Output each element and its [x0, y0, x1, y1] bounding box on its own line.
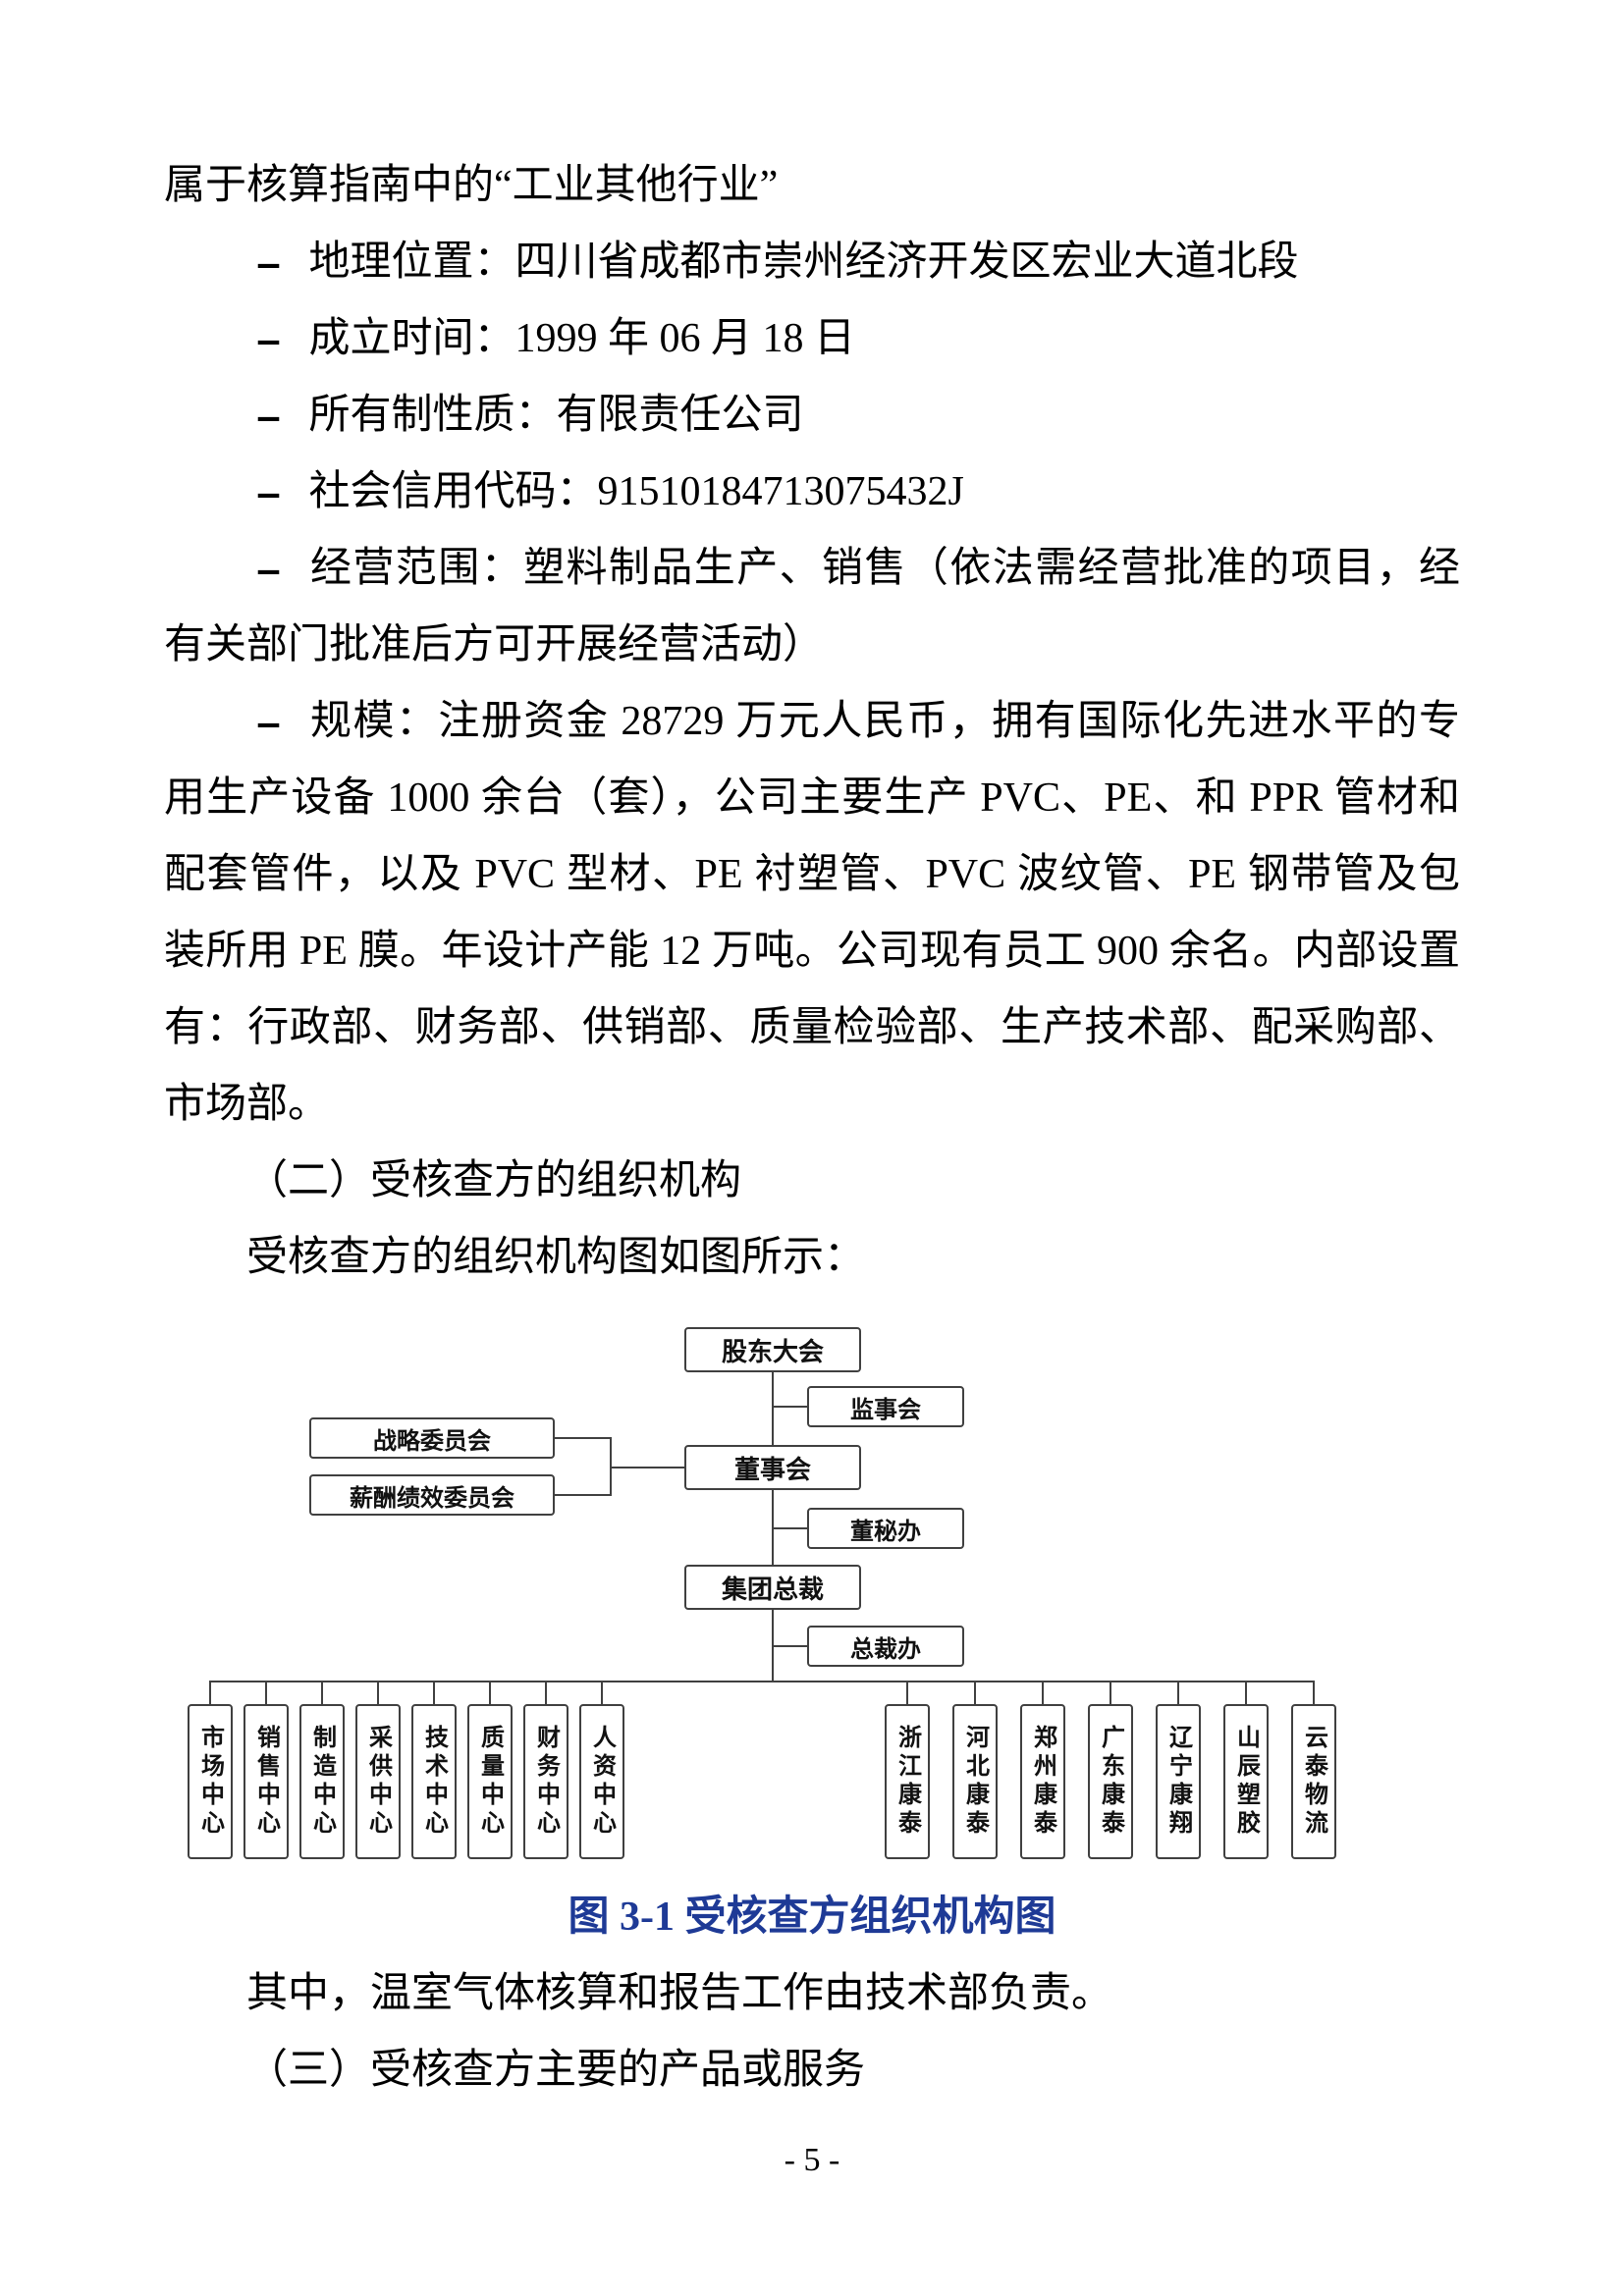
org-node-president-office: 总裁办 [807, 1626, 964, 1667]
org-node-unit-yuntai-logistics: 云泰物流 [1291, 1704, 1336, 1859]
org-node-group-president: 集团总裁 [684, 1565, 861, 1610]
org-chart: 股东大会 监事会 董事会 战略委员会 薪酬绩效委员会 董秘办 集团总裁 总裁办 … [164, 1323, 1460, 1865]
org-node-unit-technology-center: 技术中心 [411, 1704, 457, 1859]
org-node-unit-zhejiang-kangtai: 浙江康泰 [885, 1704, 930, 1859]
connector-line [772, 1527, 807, 1529]
connector-line [1110, 1681, 1111, 1704]
connector-line [601, 1681, 603, 1704]
bullet-marker: – [258, 459, 279, 524]
org-node-unit-procurement-center: 采供中心 [355, 1704, 401, 1859]
connector-line [555, 1437, 612, 1439]
org-node-unit-sales-center: 销售中心 [244, 1704, 289, 1859]
org-node-unit-shanchen-plastics: 山辰塑胶 [1223, 1704, 1269, 1859]
bullet-marker: – [258, 536, 279, 601]
connector-line [1177, 1681, 1179, 1704]
connector-line [906, 1681, 908, 1704]
bullet-marker: – [258, 230, 279, 294]
bullet-text: 社会信用代码：91510184713075432J [308, 469, 964, 514]
bullet-text: 经营范围：塑料制品生产、销售（依法需经营批准的项目，经有关部门批准后方可开展经营… [164, 546, 1460, 667]
org-node-compensation-committee: 薪酬绩效委员会 [309, 1474, 555, 1516]
connector-line [1245, 1681, 1247, 1704]
connector-line [772, 1645, 807, 1647]
connector-line [555, 1494, 612, 1496]
bullet-text: 地理位置：四川省成都市崇州经济开发区宏业大道北段 [308, 240, 1299, 285]
org-node-board-secretary-office: 董秘办 [807, 1508, 964, 1549]
connector-line [489, 1681, 491, 1704]
org-node-unit-zhengzhou-kangtai: 郑州康泰 [1020, 1704, 1065, 1859]
bullet-item-credit-code: – 社会信用代码：91510184713075432J [164, 454, 1460, 530]
org-node-unit-liaoning-kangxiang: 辽宁康翔 [1156, 1704, 1201, 1859]
connector-line [209, 1681, 1315, 1682]
bullet-item-ownership: – 所有制性质：有限责任公司 [164, 377, 1460, 454]
org-node-unit-manufacturing-center: 制造中心 [299, 1704, 345, 1859]
section-heading-2: （二）受核查方的组织机构 [246, 1158, 742, 1203]
connector-line [209, 1681, 211, 1704]
connector-line [610, 1467, 684, 1468]
bullet-item-founded: – 成立时间：1999 年 06 月 18 日 [164, 300, 1460, 377]
connector-line [772, 1372, 774, 1445]
connector-line [377, 1681, 379, 1704]
section-heading-3: （三）受核查方主要的产品或服务 [246, 2048, 866, 2093]
org-node-board-of-directors: 董事会 [684, 1445, 861, 1490]
org-node-unit-guangdong-kangtai: 广东康泰 [1088, 1704, 1133, 1859]
org-node-shareholders-meeting: 股东大会 [684, 1327, 861, 1372]
connector-line [1042, 1681, 1044, 1704]
org-node-unit-marketing-center: 市场中心 [188, 1704, 233, 1859]
connector-line [974, 1681, 976, 1704]
org-chart-intro: 受核查方的组织机构图如图所示： [246, 1235, 866, 1280]
bullet-text: 规模：注册资金 28729 万元人民币，拥有国际化先进水平的专用生产设备 100… [164, 699, 1460, 1127]
page-number: - 5 - [784, 2142, 840, 2178]
bullet-item-location: – 地理位置：四川省成都市崇州经济开发区宏业大道北段 [164, 224, 1460, 300]
paragraph-continuation: 属于核算指南中的“工业其他行业” [164, 163, 779, 208]
connector-line [1313, 1681, 1315, 1704]
connector-line [772, 1406, 807, 1408]
org-node-unit-finance-center: 财务中心 [523, 1704, 568, 1859]
org-node-strategy-committee: 战略委员会 [309, 1417, 555, 1459]
note-line: 其中，温室气体核算和报告工作由技术部负责。 [246, 1971, 1113, 2016]
bullet-marker: – [258, 383, 279, 448]
bullet-marker: – [258, 689, 279, 754]
org-node-unit-hr-center: 人资中心 [579, 1704, 624, 1859]
connector-line [545, 1681, 547, 1704]
bullet-text: 成立时间：1999 年 06 月 18 日 [308, 316, 856, 361]
bullet-item-scale: – 规模：注册资金 28729 万元人民币，拥有国际化先进水平的专用生产设备 1… [164, 683, 1460, 1143]
connector-line [433, 1681, 435, 1704]
bullet-marker: – [258, 306, 279, 371]
connector-line [265, 1681, 267, 1704]
bullet-item-business-scope: – 经营范围：塑料制品生产、销售（依法需经营批准的项目，经有关部门批准后方可开展… [164, 530, 1460, 683]
figure-caption: 图 3-1 受核查方组织机构图 [568, 1895, 1056, 1940]
org-node-unit-hebei-kangtai: 河北康泰 [952, 1704, 998, 1859]
bullet-text: 所有制性质：有限责任公司 [308, 393, 804, 438]
org-node-unit-quality-center: 质量中心 [467, 1704, 513, 1859]
org-node-supervisory-board: 监事会 [807, 1386, 964, 1427]
connector-line [321, 1681, 323, 1704]
